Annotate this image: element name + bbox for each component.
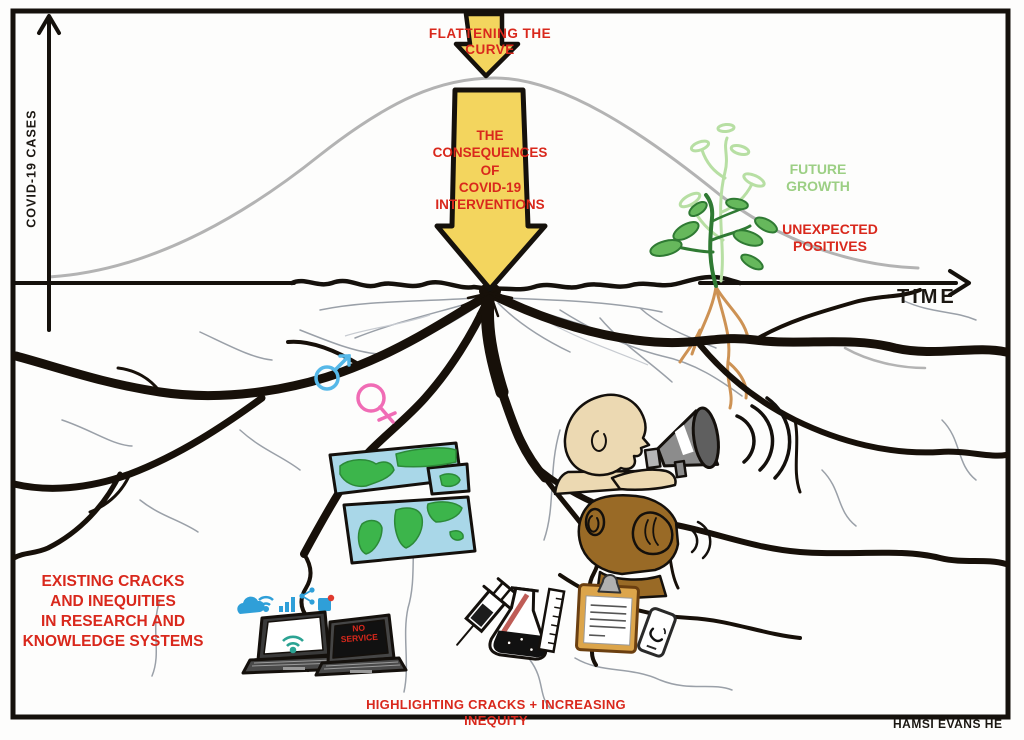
highlighting-cracks-label: HIGHLIGHTING CRACKS + INCREASING INEQUIT… bbox=[366, 697, 626, 728]
megaphone-speaker-person-icon bbox=[553, 393, 792, 496]
syringe-icon bbox=[456, 577, 517, 646]
x-axis-arrowhead bbox=[948, 269, 971, 297]
clipboard-icon bbox=[575, 574, 640, 654]
wifi-icon bbox=[258, 595, 274, 613]
axes bbox=[13, 14, 971, 332]
flask-icon bbox=[488, 586, 548, 661]
x-axis-label: TIME bbox=[897, 286, 957, 308]
frame-border bbox=[10, 8, 1011, 720]
sound-waves-icon bbox=[735, 396, 792, 480]
hub-rootlet-burst bbox=[460, 291, 516, 318]
smartphone-icon bbox=[637, 607, 677, 658]
network-signal-icons bbox=[237, 587, 335, 614]
y-axis-label: COVID-19 CASES bbox=[24, 109, 39, 228]
y-axis-arrowhead bbox=[37, 14, 61, 35]
male-symbol-icon bbox=[314, 354, 351, 391]
torn-world-map-icon bbox=[328, 441, 477, 565]
seedling-icon bbox=[649, 193, 778, 288]
down-block-arrow-icon bbox=[434, 11, 548, 292]
unexpected-positives-label: UNEXPECTED POSITIVES bbox=[782, 221, 878, 255]
measuring-cylinder-icon bbox=[537, 587, 566, 654]
female-symbol-icon bbox=[356, 383, 397, 424]
small-down-arrow bbox=[453, 11, 521, 79]
root-network bbox=[10, 283, 1011, 672]
cloud-icon bbox=[237, 596, 265, 614]
plant-roots-icon bbox=[678, 285, 750, 410]
share-icon bbox=[299, 587, 315, 605]
arrow-consequences-label: THE CONSEQUENCES OF COVID-19 INTERVENTIO… bbox=[432, 128, 548, 213]
no-service-screen-text: NO SERVICE bbox=[340, 622, 379, 645]
artist-signature: HAMSI EVANS HE bbox=[893, 717, 1003, 731]
existing-cracks-label: EXISTING CRACKS AND INEQUITIES IN RESEAR… bbox=[22, 573, 204, 651]
future-growth-label: FUTURE GROWTH bbox=[786, 161, 850, 195]
sound-waves-small-icon bbox=[686, 520, 712, 560]
flattening-the-curve-label: FLATTENING THE CURVE bbox=[428, 26, 552, 58]
no-service-laptop-icon bbox=[314, 613, 408, 677]
signal-bars-icon bbox=[279, 597, 295, 612]
bumpy-ground-line bbox=[289, 274, 743, 292]
notification-icon bbox=[318, 594, 335, 611]
unexpected-positives-pointer bbox=[843, 346, 927, 370]
wifi-screen-icon bbox=[282, 635, 304, 654]
big-down-arrow bbox=[434, 87, 548, 292]
